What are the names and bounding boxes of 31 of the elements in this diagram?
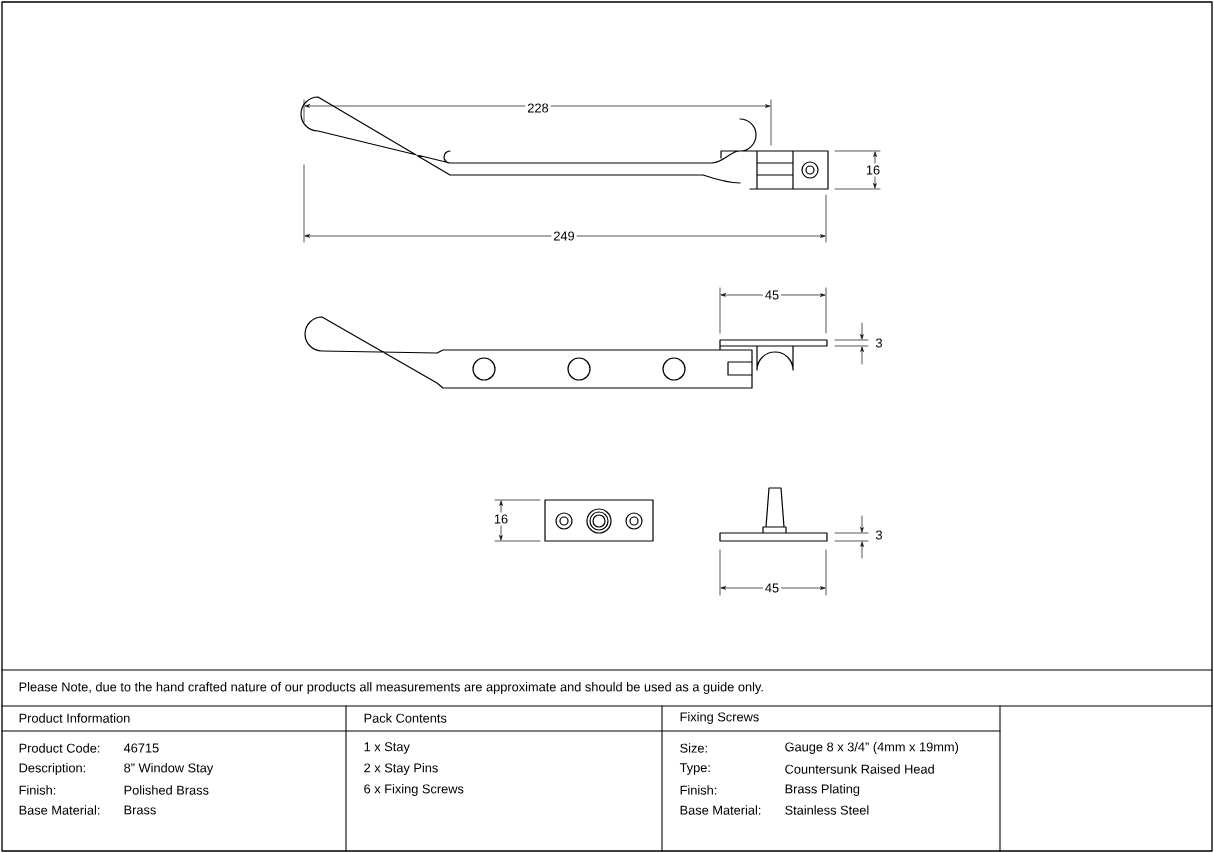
- table-text: 1 x Stay: [364, 742, 410, 754]
- table-text: Description:: [19, 763, 85, 775]
- dimension-label: 3: [873, 528, 885, 542]
- table-text: Finish:: [680, 785, 717, 795]
- table-text: Gauge 8 x 3/4” (4mm x 19mm): [785, 742, 959, 754]
- dimension-label: 249: [551, 229, 577, 243]
- table-text: Brass: [124, 805, 156, 815]
- table-text: Finish:: [19, 785, 56, 795]
- note-text: Please Note, due to the hand crafted nature of our products all measurements are approximate and should be used as a guide only.: [19, 682, 763, 694]
- table-text: 8” Window Stay: [124, 763, 214, 775]
- dimension-label: 16: [863, 163, 883, 177]
- dimension-label: 45: [762, 581, 782, 595]
- dimension-label: 3: [873, 336, 885, 350]
- table-text: Stainless Steel: [785, 805, 869, 815]
- dimension-label: 16: [491, 512, 511, 526]
- table-text: Countersunk Raised Head: [785, 764, 934, 774]
- table-text: Type:: [679, 763, 710, 775]
- table-text: Polished Brass: [124, 785, 209, 795]
- dimension-label: 228: [525, 101, 551, 115]
- table-text: Product Code:: [19, 743, 100, 753]
- table-text: 2 x Stay Pins: [364, 763, 438, 775]
- table-text: Base Material:: [19, 805, 100, 815]
- table-header: Product Information: [19, 713, 130, 723]
- table-text: 6 x Fixing Screws: [364, 784, 464, 796]
- table-header: Pack Contents: [364, 713, 447, 723]
- dimension-label: 45: [762, 288, 782, 302]
- table-text: Size:: [680, 743, 707, 753]
- table-text: Base Material:: [680, 805, 761, 815]
- table-text: Brass Plating: [785, 784, 860, 796]
- table-text: 46715: [123, 743, 159, 753]
- table-header: Fixing Screws: [680, 712, 759, 724]
